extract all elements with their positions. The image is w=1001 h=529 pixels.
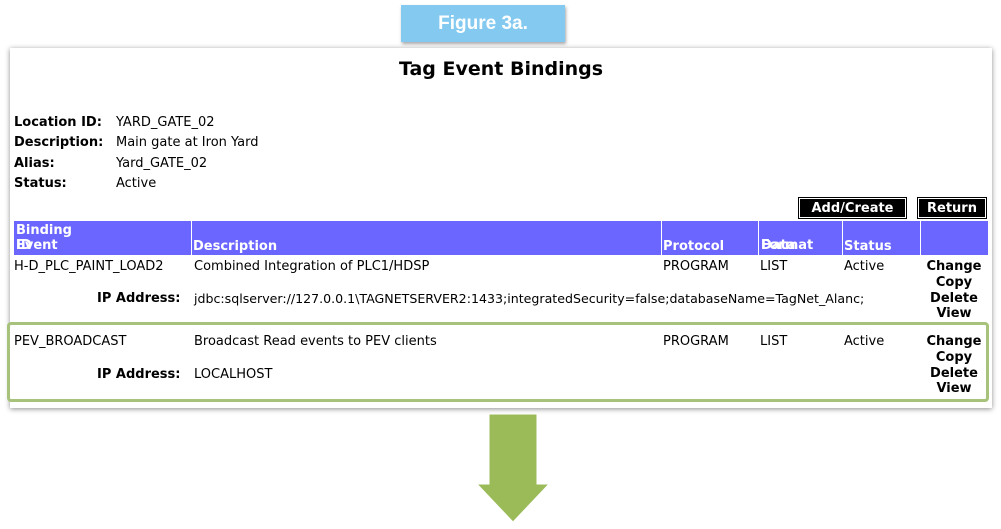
description: Combined Integration of PLC1/HDSP	[194, 259, 430, 274]
info-value: YARD_GATE_02	[116, 114, 215, 130]
info-row-location-id: Location ID: YARD_GATE_02	[14, 112, 259, 133]
change-link[interactable]: Change	[926, 334, 982, 349]
description: Broadcast Read events to PEV clients	[194, 334, 437, 349]
column-header-status: Status	[843, 221, 921, 255]
data-format: LIST	[760, 334, 788, 349]
status: Active	[844, 334, 885, 349]
status: Active	[844, 259, 885, 274]
ip-address-value: jdbc:sqlserver://127.0.0.1\TAGNETSERVER2…	[194, 291, 865, 306]
location-info: Location ID: YARD_GATE_02 Description: M…	[14, 112, 259, 194]
protocol: PROGRAM	[663, 334, 729, 349]
delete-link[interactable]: Delete	[930, 365, 978, 381]
delete-link[interactable]: Delete	[930, 290, 978, 306]
info-label: Alias:	[14, 155, 55, 171]
info-value: Active	[116, 176, 157, 192]
copy-link[interactable]: Copy	[935, 349, 973, 365]
change-link[interactable]: Change	[926, 259, 982, 274]
binding-id: PEV_BROADCAST	[14, 334, 127, 349]
column-header-protocol: Protocol	[662, 221, 759, 255]
info-row-status: Status: Active	[14, 174, 259, 195]
page-title: Tag Event Bindings	[398, 58, 604, 80]
data-format: LIST	[760, 259, 788, 274]
ip-address-label: IP Address:	[97, 291, 181, 306]
info-value: Yard_GATE_02	[116, 155, 208, 171]
highlight-frame	[7, 322, 989, 402]
view-link[interactable]: View	[936, 306, 972, 322]
info-value: Main gate at Iron Yard	[116, 135, 259, 151]
info-label: Status:	[14, 176, 67, 192]
return-button[interactable]: Return	[917, 197, 987, 219]
column-header-actions	[921, 221, 988, 255]
ip-address-value: LOCALHOST	[194, 367, 273, 382]
info-label: Description:	[14, 135, 104, 151]
add-create-button[interactable]: Add/Create	[798, 197, 907, 219]
copy-link[interactable]: Copy	[935, 274, 973, 290]
info-label: Location ID:	[14, 114, 102, 130]
column-header-description: Description	[192, 221, 662, 255]
down-arrow-icon	[477, 414, 549, 523]
row-actions: Change Copy Delete View	[921, 259, 987, 322]
ip-address-label: IP Address:	[97, 367, 181, 382]
protocol: PROGRAM	[663, 259, 729, 274]
figure-label: Figure 3a.	[401, 5, 565, 42]
info-row-alias: Alias: Yard_GATE_02	[14, 153, 259, 174]
info-row-description: Description: Main gate at Iron Yard	[14, 133, 259, 154]
row-actions: Change Copy Delete View	[921, 334, 987, 397]
view-link[interactable]: View	[936, 381, 972, 397]
binding-id: H-D_PLC_PAINT_LOAD2	[14, 259, 164, 274]
tag-event-bindings-panel: Tag Event Bindings Location ID: YARD_GAT…	[7, 48, 992, 408]
